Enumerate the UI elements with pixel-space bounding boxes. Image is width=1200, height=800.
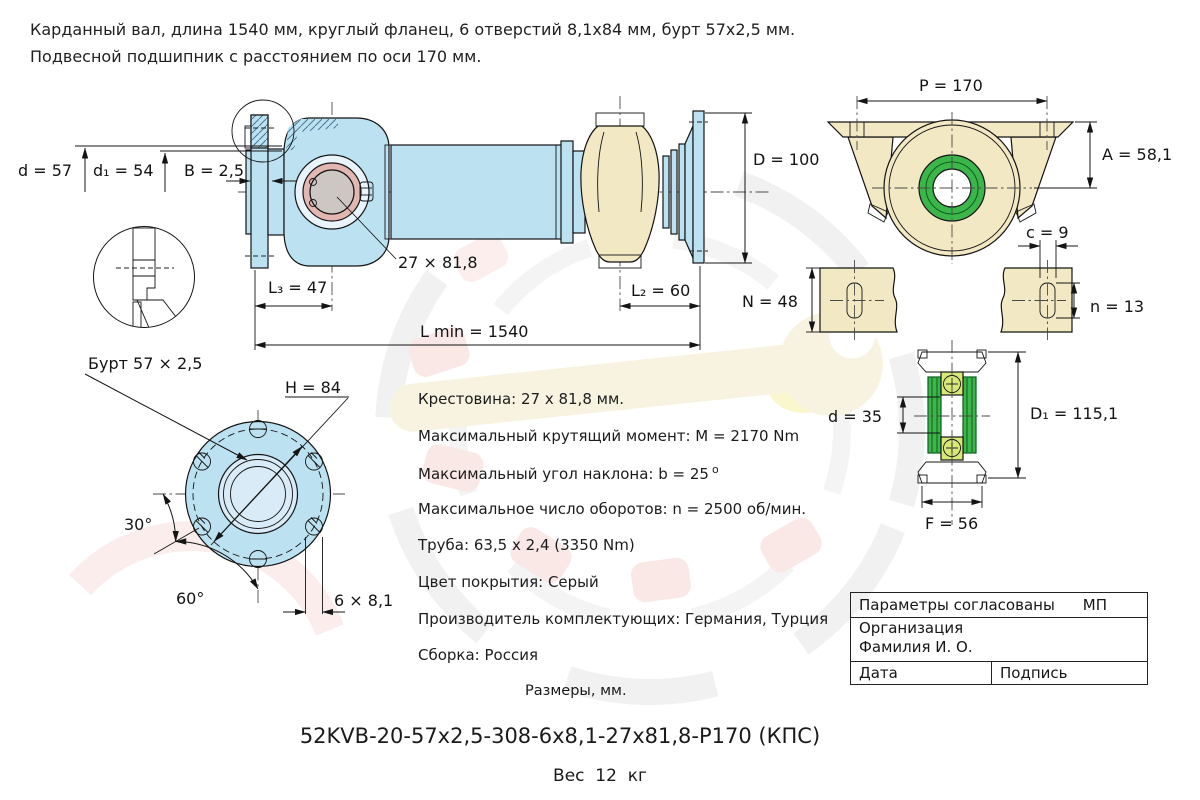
snap-ring-lug bbox=[309, 178, 317, 186]
spec-tube: Труба: 63,5 x 2,4 (3350 Nm) bbox=[418, 536, 635, 555]
cap bbox=[917, 349, 928, 359]
flange-hub bbox=[267, 148, 285, 236]
bracket-foot-left bbox=[867, 203, 889, 223]
spec-manufacturer: Производитель комплектующих: Германия, Т… bbox=[418, 609, 829, 628]
boot-fold-line bbox=[597, 131, 605, 213]
bearing-cross-section: d = 35 D₁ = 115,1 F = 56 bbox=[828, 340, 1118, 533]
flange-front-view: Бурт 57 × 2,5 H = 84 30° 60° 6 × 8,1 bbox=[84, 354, 393, 616]
label-crosspiece: 27 × 81,8 bbox=[398, 253, 478, 272]
label-d35: d = 35 bbox=[828, 407, 882, 426]
detail-circle-small bbox=[231, 99, 295, 163]
label-d1: d₁ = 54 bbox=[93, 161, 154, 180]
lug-section-left bbox=[819, 267, 898, 333]
spec-assembly: Сборка: Россия bbox=[418, 646, 538, 665]
label-c: c = 9 bbox=[1026, 223, 1069, 242]
approval-row-1: Параметры согласованы МП bbox=[851, 593, 1147, 618]
outer-race-left bbox=[927, 376, 942, 454]
label-P: P = 170 bbox=[919, 76, 983, 95]
approval-row-2: Организация Фамилия И. О. bbox=[851, 618, 1147, 662]
boot-fold-line bbox=[635, 131, 643, 213]
pilot-circle bbox=[223, 459, 293, 529]
part-number: 52KVB-20-57x2,5-308-6x8,1-27x81,8-P170 (… bbox=[299, 724, 821, 748]
spec-crosspiece: Крестовина: 27 x 81,8 мм. bbox=[418, 390, 625, 408]
burt-detail-lip bbox=[244, 125, 252, 149]
label-D: D = 100 bbox=[753, 150, 819, 169]
spec-list: Крестовина: 27 x 81,8 мм. Максимальный к… bbox=[418, 390, 828, 683]
label-angle30: 30° bbox=[124, 515, 152, 534]
bore-circle bbox=[230, 466, 286, 522]
outer-race-right bbox=[962, 376, 977, 454]
spline-ring bbox=[678, 143, 686, 241]
approval-organization-label: Организация bbox=[859, 619, 964, 637]
flange-plate-section-hatch bbox=[250, 114, 269, 149]
tube-collar bbox=[560, 140, 574, 244]
spline-ring bbox=[670, 149, 678, 235]
spec-angle-text: Максимальный угол наклона: b = 25 bbox=[418, 465, 709, 484]
end-cone bbox=[684, 125, 694, 259]
sliding-boot bbox=[580, 125, 660, 263]
boot-clamp-bottom bbox=[598, 254, 642, 269]
spline-ring bbox=[662, 155, 670, 229]
detail-circle-magnified bbox=[93, 226, 195, 328]
label-L2: L₂ = 60 bbox=[631, 281, 690, 300]
yoke-section-hatch bbox=[286, 119, 338, 150]
spec-rpm: Максимальное число оборотов: n = 2500 об… bbox=[418, 499, 807, 518]
grease-fitting bbox=[359, 181, 374, 202]
label-holes: 6 × 8,1 bbox=[334, 591, 393, 610]
title-line-1: Карданный вал, длина 1540 мм, круглый фл… bbox=[30, 20, 796, 39]
label-D1: D₁ = 115,1 bbox=[1030, 404, 1118, 423]
label-A: A = 58,1 bbox=[1102, 145, 1172, 164]
approval-signature-label: Подпись bbox=[1000, 664, 1068, 682]
approval-row-3: Дата Подпись bbox=[851, 662, 1147, 684]
mounting-lug-sections: N = 48 c = 9 n = 13 bbox=[742, 223, 1144, 340]
rubber-cushion-top bbox=[917, 351, 987, 373]
shaft-side-view: d = 57 d₁ = 54 B = 2,5 L₃ = 47 L₂ = 60 L… bbox=[18, 96, 819, 350]
label-angle60: 60° bbox=[176, 589, 204, 608]
label-d: d = 57 bbox=[18, 161, 72, 180]
label-L3: L₃ = 47 bbox=[268, 278, 327, 297]
boot-clamp-top bbox=[595, 112, 645, 127]
cap bbox=[976, 349, 987, 359]
label-N: N = 48 bbox=[742, 292, 798, 311]
spec-angle-sup: o bbox=[711, 463, 719, 477]
approval-agreed-label: Параметры согласованы bbox=[859, 596, 1055, 614]
shaft-tube bbox=[390, 144, 564, 240]
dimensions-note: Размеры, мм. bbox=[525, 683, 627, 699]
spec-coating: Цвет покрытия: Серый bbox=[418, 572, 599, 591]
title-block: Карданный вал, длина 1540 мм, круглый фл… bbox=[30, 16, 795, 70]
snap-ring-lug bbox=[309, 199, 317, 207]
bracket-foot-right bbox=[1015, 203, 1037, 223]
end-flange-plate bbox=[692, 110, 705, 264]
approval-stamp-label: МП bbox=[1082, 596, 1107, 614]
label-Lmin: L min = 1540 bbox=[420, 322, 528, 341]
title-line-2: Подвесной подшипник с расстоянием по оси… bbox=[30, 47, 482, 66]
label-B: B = 2,5 bbox=[184, 161, 244, 180]
approval-table: Параметры согласованы МП Организация Фам… bbox=[850, 592, 1148, 685]
hanger-bearing-front-view: P = 170 A = 58,1 bbox=[826, 76, 1172, 264]
approval-date-label: Дата bbox=[851, 662, 992, 684]
burt-magnified-section bbox=[116, 227, 187, 328]
spec-torque: Максимальный крутящий момент: M = 2170 N… bbox=[418, 426, 800, 445]
approval-name-label: Фамилия И. О. bbox=[859, 638, 973, 656]
label-F: F = 56 bbox=[925, 514, 978, 533]
lug-section-right bbox=[1000, 267, 1073, 333]
label-H: H = 84 bbox=[285, 378, 341, 397]
label-burt: Бурт 57 × 2,5 bbox=[88, 354, 202, 373]
rubber-cushion-bottom bbox=[917, 461, 987, 484]
label-n: n = 13 bbox=[1090, 297, 1144, 316]
weight-note: Вес 12 кг bbox=[553, 766, 647, 786]
